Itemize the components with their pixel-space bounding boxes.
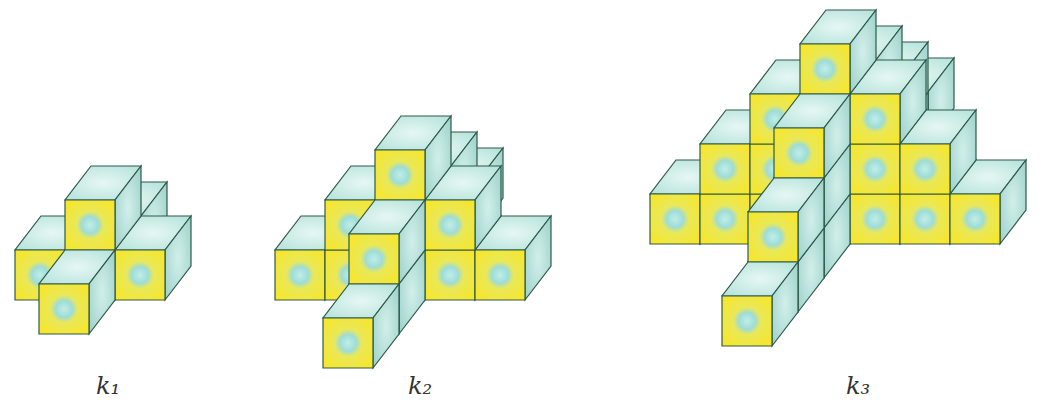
cube-side-face (399, 200, 425, 284)
cube (375, 116, 451, 200)
cube-front-face (850, 94, 900, 144)
cube-side-face (850, 10, 876, 94)
cube-front-face (800, 44, 850, 94)
cube-figure (650, 10, 1026, 346)
cube-side-face (115, 166, 141, 250)
cube (774, 94, 850, 178)
cube-front-face (375, 150, 425, 200)
cube-side-face (950, 110, 976, 194)
cube-front-face (700, 144, 750, 194)
cube (722, 262, 798, 346)
cube (323, 284, 399, 368)
cube-side-face (425, 116, 451, 200)
cube-front-face (748, 212, 798, 262)
figure-label: k₁ (96, 372, 120, 401)
figure-label: k₃ (846, 372, 870, 401)
cube-front-face (425, 200, 475, 250)
cube-side-face (525, 216, 551, 300)
cube-front-face (650, 194, 700, 244)
cube-front-face (850, 144, 900, 194)
cube-front-face (425, 250, 475, 300)
figure-label: k₂ (408, 372, 432, 401)
cube-figure (15, 166, 191, 334)
cube-front-face (475, 250, 525, 300)
cube-front-face (115, 250, 165, 300)
cube-front-face (349, 234, 399, 284)
cube-front-face (722, 296, 772, 346)
cube-side-face (1000, 160, 1026, 244)
cube-side-face (824, 94, 850, 178)
cube-front-face (850, 194, 900, 244)
cube (800, 10, 876, 94)
cube-front-face (39, 284, 89, 334)
cube-figure (275, 116, 551, 368)
cube-side-face (89, 250, 115, 334)
cube-front-face (900, 194, 950, 244)
cube-front-face (700, 194, 750, 244)
cube-front-face (774, 128, 824, 178)
cube-side-face (475, 166, 501, 250)
cube (39, 250, 115, 334)
cube (65, 166, 141, 250)
cube-side-face (772, 262, 798, 346)
cube (748, 178, 824, 262)
cube-side-face (373, 284, 399, 368)
cube-front-face (950, 194, 1000, 244)
cube-front-face (900, 144, 950, 194)
cube (349, 200, 425, 284)
cube-front-face (275, 250, 325, 300)
cube-side-face (900, 60, 926, 144)
cube-front-face (65, 200, 115, 250)
cube-side-face (798, 178, 824, 262)
cube-side-face (165, 216, 191, 300)
cube-front-face (323, 318, 373, 368)
